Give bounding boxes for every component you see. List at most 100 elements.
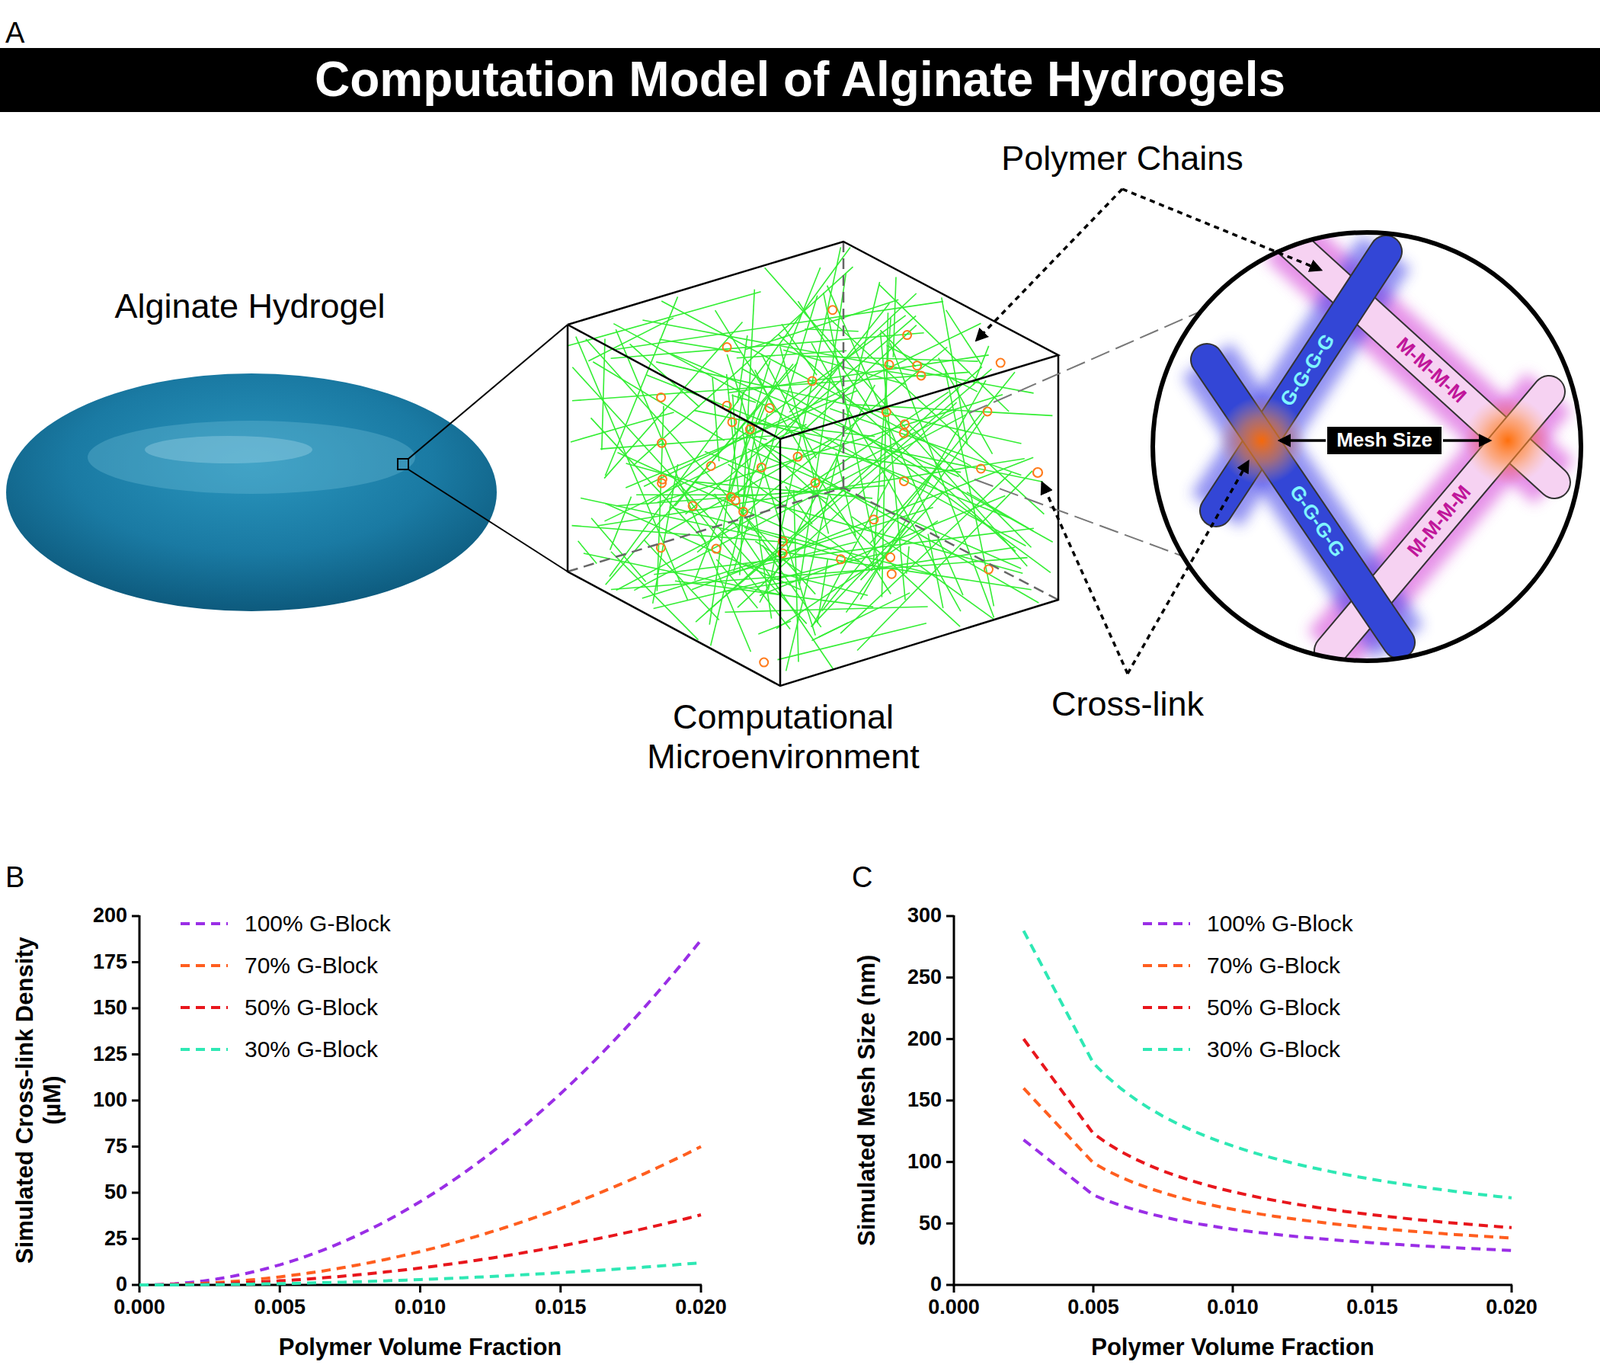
hidden-edge: [842, 241, 845, 488]
inset-ground: [1152, 232, 1581, 661]
polymer-chain: [572, 367, 807, 624]
legend-label: 30% G-Block: [1206, 1036, 1341, 1063]
tick-label: 0.000: [113, 1295, 166, 1319]
legend-sample: [1142, 1005, 1191, 1009]
tick-label: 300: [907, 903, 942, 928]
data-curve: [139, 1146, 701, 1286]
tick-mark: [131, 1145, 140, 1148]
part-label: Alginate Hydrogel: [114, 286, 385, 327]
polymer-chain: [659, 339, 741, 352]
tick-mark: [700, 1284, 703, 1293]
polymer-chain: [576, 336, 688, 601]
legend-sample: [180, 1005, 228, 1009]
hydrogel-disc: [6, 373, 497, 612]
crosslink-dot: [808, 377, 817, 386]
cube-edge: [567, 324, 1059, 686]
tick-mark: [419, 1284, 422, 1293]
figure-title: Computation Model of Alginate Hydrogels: [314, 51, 1286, 109]
polymer-chain: [636, 493, 764, 496]
hidden-edge: [567, 487, 844, 572]
crosslink-dot: [882, 407, 891, 416]
crosslink-dot: [707, 461, 716, 471]
tick-mark: [278, 1284, 282, 1293]
axis-title: Polymer Volume Fraction: [278, 1333, 563, 1361]
hydrogel-highlight: [87, 420, 416, 494]
tick-label: 150: [92, 995, 128, 1020]
legend-label: 100% G-Block: [1206, 910, 1354, 938]
crosslink-dot: [976, 464, 986, 474]
legend-label: 50% G-Block: [244, 994, 378, 1021]
crosslink-dot: [900, 419, 909, 429]
polymer-chain: [611, 557, 1028, 590]
tick-label: 50: [104, 1180, 128, 1204]
panel-letter: C: [851, 860, 873, 895]
tick-label: 0.000: [928, 1295, 980, 1319]
crosslink-dot: [887, 569, 896, 579]
part-label: Polymer Chains: [1001, 138, 1244, 179]
polymer-chain: [764, 267, 1028, 567]
crosslink-dot: [917, 371, 926, 380]
zoom-line: [974, 479, 1184, 557]
crosslink-dot: [688, 501, 698, 510]
legend-label: 50% G-Block: [1206, 994, 1341, 1021]
polymer-chain: [822, 371, 1015, 612]
tick-label: 125: [92, 1042, 128, 1066]
polymer-chain: [728, 464, 874, 571]
crosslink-dot: [984, 565, 993, 574]
polymer-chain: [880, 329, 916, 367]
panel-letter: A: [5, 16, 25, 51]
legend-sample: [180, 1047, 228, 1051]
polymer-chain: [676, 483, 791, 629]
polymer-chain: [600, 435, 774, 449]
tick-label: 200: [907, 1027, 942, 1051]
polymer-chain: [741, 368, 1053, 543]
axis-title: Polymer Volume Fraction: [1091, 1333, 1375, 1361]
polymer-chain: [745, 299, 900, 349]
tick-mark: [131, 915, 140, 918]
leader-arrow: [976, 188, 1123, 340]
polymer-chain: [873, 317, 891, 564]
tick-label: 0: [930, 1272, 942, 1296]
crosslink-dot: [836, 554, 845, 564]
tick-mark: [946, 1037, 954, 1040]
polymer-chain: [656, 406, 664, 592]
polymer-chain: [781, 323, 817, 375]
legend-sample: [180, 963, 228, 967]
hydrogel-body: [6, 373, 497, 612]
crosslink-dot: [765, 403, 775, 413]
legend-label: 30% G-Block: [244, 1036, 378, 1063]
polymer-chain: [941, 297, 968, 444]
polymer-chain: [695, 366, 983, 622]
polymer-chain: [797, 300, 873, 413]
tick-label: 0.010: [1206, 1295, 1259, 1319]
crosslink-dot: [899, 476, 909, 486]
inset-chains: [1206, 236, 1555, 651]
zoom-line: [408, 469, 568, 572]
crosslink-dot: [793, 452, 803, 461]
crosslink-dot: [811, 478, 820, 487]
polymer-chain: [714, 493, 834, 670]
crosslink-dot: [869, 515, 878, 524]
polymer-chain: [819, 622, 849, 637]
crosslink-dot: [886, 553, 895, 562]
legend-sample: [180, 921, 228, 925]
zoom-square: [397, 458, 409, 470]
crosslink-dot: [885, 360, 894, 369]
polymer-chain: [647, 315, 906, 505]
polymer-chain: [726, 354, 816, 636]
zoom-line: [408, 324, 568, 459]
tick-label: 150: [907, 1088, 942, 1112]
polymer-chain: [572, 371, 970, 401]
title-band: [0, 48, 1600, 112]
tick-label: 0.005: [253, 1295, 306, 1319]
crosslink-dot: [899, 428, 909, 438]
tick-mark: [131, 1191, 140, 1194]
polymer-chain: [601, 339, 605, 451]
data-curve: [1024, 930, 1513, 1197]
polymer-chain: [946, 310, 982, 365]
tick-label: 0.020: [675, 1295, 727, 1319]
polymer-chain: [570, 412, 675, 442]
polymer-chain: [870, 462, 941, 543]
leader-arrow: [1042, 483, 1128, 674]
polymer-chain: [568, 291, 762, 346]
